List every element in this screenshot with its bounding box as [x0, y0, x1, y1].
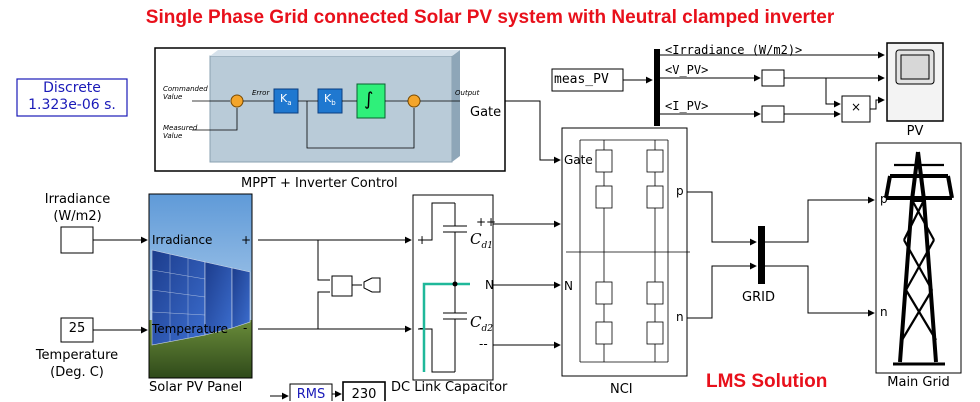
grid-bus[interactable]: [758, 226, 765, 284]
integrator-symbol: ∫: [364, 89, 374, 110]
temperature-constant[interactable]: [60, 317, 94, 343]
nci-block[interactable]: [561, 127, 690, 377]
main-grid-p-port: p: [880, 192, 888, 206]
irradiance-label: Irradiance (W/m2): [44, 192, 111, 224]
display-value: 230: [351, 387, 377, 402]
main-grid-n-port: n: [880, 305, 888, 319]
dc-out-mm: --: [479, 337, 488, 351]
goto-tag[interactable]: [363, 277, 381, 293]
powergui-mode: Discrete: [43, 80, 101, 96]
signal-lines: [93, 51, 885, 400]
display-block[interactable]: [342, 381, 386, 401]
voltage-measurement-block[interactable]: [331, 275, 353, 297]
pv-irradiance-port: Irradiance: [152, 233, 213, 247]
dc-plus-port: +: [417, 233, 428, 247]
dc-minus-port: -: [419, 321, 424, 335]
dc-link-block[interactable]: [412, 194, 494, 381]
output-label: Output: [455, 89, 480, 97]
commanded-value-label: Commanded Value: [163, 85, 208, 101]
gain-block[interactable]: [761, 105, 785, 123]
powergui-sample-time: 1.323e-06 s.: [28, 97, 116, 113]
nci-label: NCI: [610, 382, 633, 397]
bus-selector[interactable]: [654, 49, 660, 126]
pv-plus-port: +: [241, 233, 252, 247]
pv-minus-port: -: [243, 321, 248, 335]
pv-panel-block[interactable]: [148, 193, 253, 379]
gain-block[interactable]: [761, 69, 785, 87]
signal-irradiance: <Irradiance (W/m2)>: [665, 43, 803, 57]
cap1-label: Cd1: [470, 230, 493, 251]
mppt-gate-port: Gate: [470, 105, 502, 120]
scope-block[interactable]: [886, 42, 944, 122]
gain-ka-block: [273, 88, 299, 114]
signal-vpv: <V_PV>: [665, 63, 709, 77]
gain-kb-label: Kb: [324, 92, 336, 108]
temperature-value: 25: [68, 321, 86, 336]
signal-ipv: <I_PV>: [665, 99, 709, 113]
meas-pv-label: meas_PV: [554, 72, 609, 87]
gain-kb-block: [317, 88, 343, 114]
mppt-block[interactable]: [154, 47, 506, 172]
product-symbol: ×: [851, 100, 862, 114]
grid-bus-label: GRID: [742, 290, 775, 305]
nci-n-port: N: [564, 279, 573, 293]
powergui-block[interactable]: [16, 78, 128, 117]
sum-icon: [407, 94, 421, 108]
pv-temperature-port: Temperature: [152, 322, 229, 336]
scope-label: PV: [906, 124, 924, 139]
rms-label: RMS: [296, 387, 326, 402]
irradiance-constant[interactable]: [60, 226, 94, 254]
mppt-block-label: MPPT + Inverter Control: [241, 176, 398, 191]
nci-n-out-port: n: [676, 310, 684, 324]
nci-p-port: p: [676, 184, 684, 198]
measured-value-label: Measured Value: [163, 124, 198, 140]
sum-icon: [230, 94, 244, 108]
page-title: Single Phase Grid connected Solar PV sys…: [145, 7, 835, 28]
main-grid-label: Main Grid: [887, 375, 950, 390]
dc-link-label: DC Link Capacitor: [391, 380, 508, 395]
pv-panel-label: Solar PV Panel: [149, 380, 243, 395]
temperature-label: Temperature (Deg. C): [35, 348, 119, 380]
nci-gate-port: Gate: [564, 153, 593, 167]
lms-solution-label: LMS Solution: [706, 371, 828, 392]
product-block[interactable]: [841, 95, 871, 123]
dc-out-n: N: [485, 278, 494, 292]
dc-out-pp: ++: [476, 215, 497, 229]
cap2-label: Cd2: [470, 313, 493, 334]
gain-ka-label: Ka: [280, 92, 292, 108]
integrator-block: [356, 83, 386, 119]
error-label: Error: [252, 89, 270, 97]
main-grid-block[interactable]: [875, 142, 962, 374]
